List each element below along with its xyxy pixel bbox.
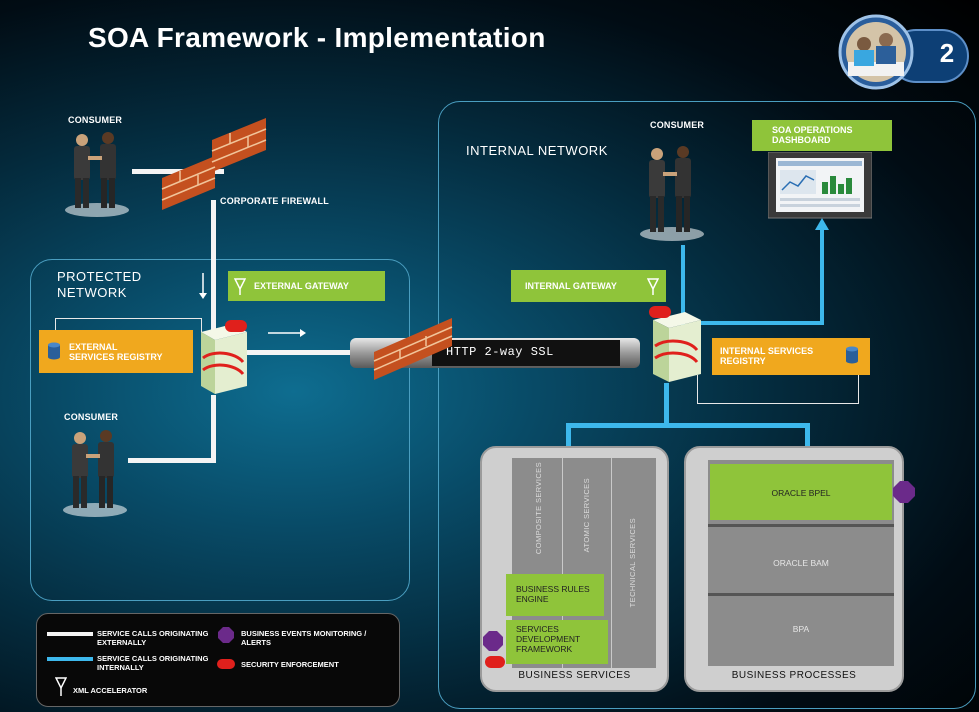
technical-services-column bbox=[612, 458, 656, 668]
legend-white-line bbox=[47, 632, 93, 636]
consumer-top-left-figures bbox=[62, 128, 132, 218]
dev-framework-label: SERVICES DEVELOPMENT FRAMEWORK bbox=[516, 624, 581, 654]
atomic-services-label: ATOMIC SERVICES bbox=[582, 478, 591, 553]
dev-framework-box: SERVICES DEVELOPMENT FRAMEWORK bbox=[506, 620, 608, 664]
internal-network-region bbox=[438, 101, 976, 709]
legend-external-calls: SERVICE CALLS ORIGINATING EXTERNALLY bbox=[97, 629, 209, 647]
internal-gateway-box: INTERNAL GATEWAY bbox=[511, 270, 666, 302]
legend: SERVICE CALLS ORIGINATING EXTERNALLY SER… bbox=[36, 613, 400, 707]
business-services-caption: BUSINESS SERVICES bbox=[518, 670, 631, 681]
soa-dashboard-label: SOA OPERATIONS DASHBOARD bbox=[772, 125, 853, 145]
bpel-separator bbox=[708, 524, 894, 527]
internal-gateway-appliance bbox=[645, 304, 705, 386]
xml-accelerator-icon bbox=[647, 277, 659, 295]
arrow-up-icon bbox=[815, 218, 829, 230]
line-gateway-to-tunnel bbox=[242, 350, 352, 355]
line-services-bus bbox=[566, 423, 810, 428]
bpa-label: BPA bbox=[792, 624, 810, 634]
xml-accelerator-icon bbox=[234, 277, 246, 295]
rules-engine-box: BUSINESS RULES ENGINE bbox=[506, 574, 604, 616]
bem-octagon-icon bbox=[892, 480, 916, 504]
technical-services-label: TECHNICAL SERVICES bbox=[628, 518, 637, 608]
corporate-firewall-icon bbox=[160, 118, 270, 228]
line-internal-consumer-to-gateway bbox=[681, 245, 685, 337]
bem-octagon-icon bbox=[482, 630, 504, 652]
internal-gateway-label: INTERNAL GATEWAY bbox=[525, 281, 617, 291]
legend-xml-accelerator: XML ACCELERATOR bbox=[73, 686, 148, 695]
legend-internal-calls: SERVICE CALLS ORIGINATING INTERNALLY bbox=[97, 654, 209, 672]
consumer-top-left-label: CONSUMER bbox=[68, 115, 123, 125]
dashboard-monitor-icon bbox=[768, 152, 872, 222]
line-bus-to-services bbox=[566, 423, 571, 447]
security-enforcement-icon bbox=[217, 659, 235, 669]
line-gateway-to-consumer bbox=[211, 395, 216, 463]
arrow-right-icon bbox=[268, 328, 306, 338]
soa-dashboard-label-box: SOA OPERATIONS DASHBOARD bbox=[752, 120, 892, 151]
legend-bem-alerts: BUSINESS EVENTS MONITORING / ALERTS bbox=[241, 629, 367, 647]
consumer-bottom-left-label: CONSUMER bbox=[64, 412, 119, 422]
oracle-bpel-label: ORACLE BPEL bbox=[771, 488, 831, 498]
external-gateway-box: EXTERNAL GATEWAY bbox=[228, 271, 385, 301]
line-int-registry-loop bbox=[697, 375, 859, 404]
bem-octagon-icon bbox=[217, 626, 235, 644]
oracle-bpel-box: ORACLE BPEL bbox=[710, 464, 892, 520]
rules-engine-label: BUSINESS RULES ENGINE bbox=[516, 584, 590, 604]
legend-blue-line bbox=[47, 657, 93, 661]
protected-network-region bbox=[30, 259, 410, 601]
badge-number: 2 bbox=[939, 38, 955, 68]
external-gateway-label: EXTERNAL GATEWAY bbox=[254, 281, 349, 291]
composite-services-label: COMPOSITE SERVICES bbox=[534, 462, 543, 555]
business-services-panel: COMPOSITE SERVICES ATOMIC SERVICES TECHN… bbox=[480, 446, 669, 692]
business-processes-panel: ORACLE BPEL ORACLE BAM BPA BUSINESS PROC… bbox=[684, 446, 915, 692]
internal-registry-label: INTERNAL SERVICES REGISTRY bbox=[720, 346, 814, 366]
line-gateway-to-dashboard-v bbox=[820, 226, 824, 325]
slide-badge: 2 bbox=[838, 8, 972, 90]
consumer-bottom-left-figures bbox=[60, 426, 130, 518]
external-registry-label: EXTERNAL SERVICES REGISTRY bbox=[69, 342, 163, 362]
line-gateway-to-dashboard-h bbox=[700, 321, 824, 325]
database-icon bbox=[845, 346, 859, 364]
database-icon bbox=[47, 342, 61, 360]
xml-accelerator-icon bbox=[55, 676, 67, 696]
line-bus-to-processes bbox=[805, 423, 810, 447]
corporate-firewall-label: CORPORATE FIREWALL bbox=[220, 196, 329, 206]
bam-separator bbox=[708, 593, 894, 596]
external-registry-box: EXTERNAL SERVICES REGISTRY bbox=[39, 330, 193, 373]
ssl-firewall-icon bbox=[372, 312, 454, 384]
business-processes-caption: BUSINESS PROCESSES bbox=[731, 670, 857, 681]
external-gateway-appliance bbox=[193, 318, 251, 398]
oracle-bam-label: ORACLE BAM bbox=[773, 558, 829, 568]
consumer-internal-figures bbox=[637, 142, 707, 242]
line-firewall-to-gateway bbox=[211, 200, 216, 330]
page-title: SOA Framework - Implementation bbox=[88, 22, 546, 53]
consumer-internal-label: CONSUMER bbox=[650, 120, 705, 130]
line-consumer-bottom bbox=[128, 458, 216, 463]
protected-network-label: PROTECTED NETWORK bbox=[57, 269, 142, 300]
ssl-label: HTTP 2-way SSL bbox=[446, 345, 554, 359]
security-enforcement-icon bbox=[485, 656, 505, 668]
legend-security: SECURITY ENFORCEMENT bbox=[241, 660, 339, 669]
arrow-down-icon bbox=[198, 273, 208, 299]
internal-registry-box: INTERNAL SERVICES REGISTRY bbox=[712, 338, 870, 375]
line-gateway-down bbox=[664, 383, 669, 427]
internal-network-label: INTERNAL NETWORK bbox=[466, 143, 608, 158]
